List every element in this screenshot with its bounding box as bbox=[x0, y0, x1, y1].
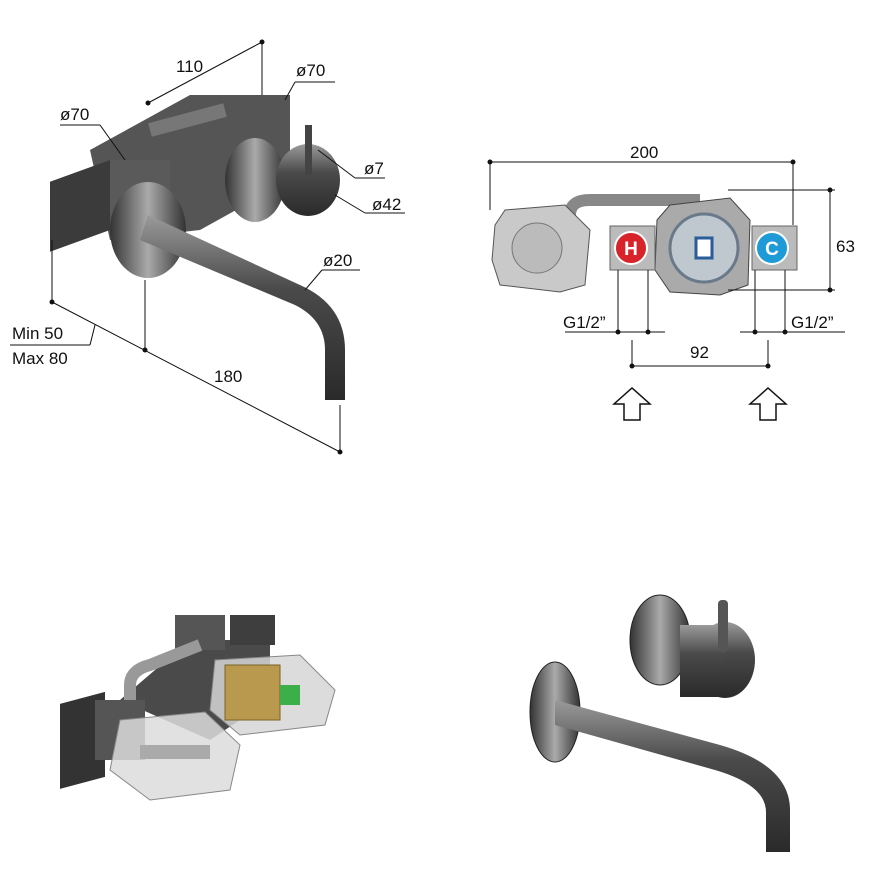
faucet-render bbox=[529, 594, 790, 852]
hot-label: H bbox=[624, 239, 638, 260]
cold-indicator bbox=[755, 231, 789, 265]
dim-max80: Max 80 bbox=[12, 349, 68, 368]
top-view-valve: H C bbox=[491, 194, 798, 296]
dim-180: 180 bbox=[214, 367, 242, 386]
dim-thread-right: G1/2” bbox=[791, 313, 834, 332]
connecting-pipe bbox=[148, 103, 227, 137]
cartridge-center bbox=[694, 236, 714, 260]
concealed-body-render bbox=[60, 615, 336, 801]
handle-lever bbox=[305, 125, 312, 175]
top-view-dimensions: 200 63 G1/2” G1/2” 92 bbox=[487, 143, 855, 421]
hot-inlet-arrow-icon bbox=[612, 386, 652, 421]
dim-dia7: ø7 bbox=[364, 159, 384, 178]
mount-plate bbox=[50, 159, 110, 252]
dim-dia70-right: ø70 bbox=[296, 61, 325, 80]
dim-200: 200 bbox=[630, 143, 658, 162]
hot-indicator bbox=[614, 231, 648, 265]
side-view-faucet bbox=[50, 95, 345, 400]
dim-110: 110 bbox=[176, 57, 203, 76]
side-view-dimensions: 110 ø70 ø70 ø7 ø42 ø20 Min 50 Max 80 180 bbox=[10, 39, 405, 455]
cold-inlet-arrow-icon bbox=[748, 386, 788, 421]
dim-92: 92 bbox=[690, 343, 709, 362]
handle-rosette bbox=[225, 138, 285, 222]
cold-label: C bbox=[765, 239, 779, 260]
dim-dia42: ø42 bbox=[372, 195, 401, 214]
dim-63: 63 bbox=[836, 237, 855, 256]
dim-dia20: ø20 bbox=[323, 251, 352, 270]
dim-thread-left: G1/2” bbox=[563, 313, 606, 332]
diverter-cap bbox=[511, 222, 563, 274]
handle-knob bbox=[276, 144, 340, 216]
dim-dia70-left: ø70 bbox=[60, 105, 89, 124]
dim-min50: Min 50 bbox=[12, 324, 63, 343]
spout bbox=[140, 215, 345, 400]
